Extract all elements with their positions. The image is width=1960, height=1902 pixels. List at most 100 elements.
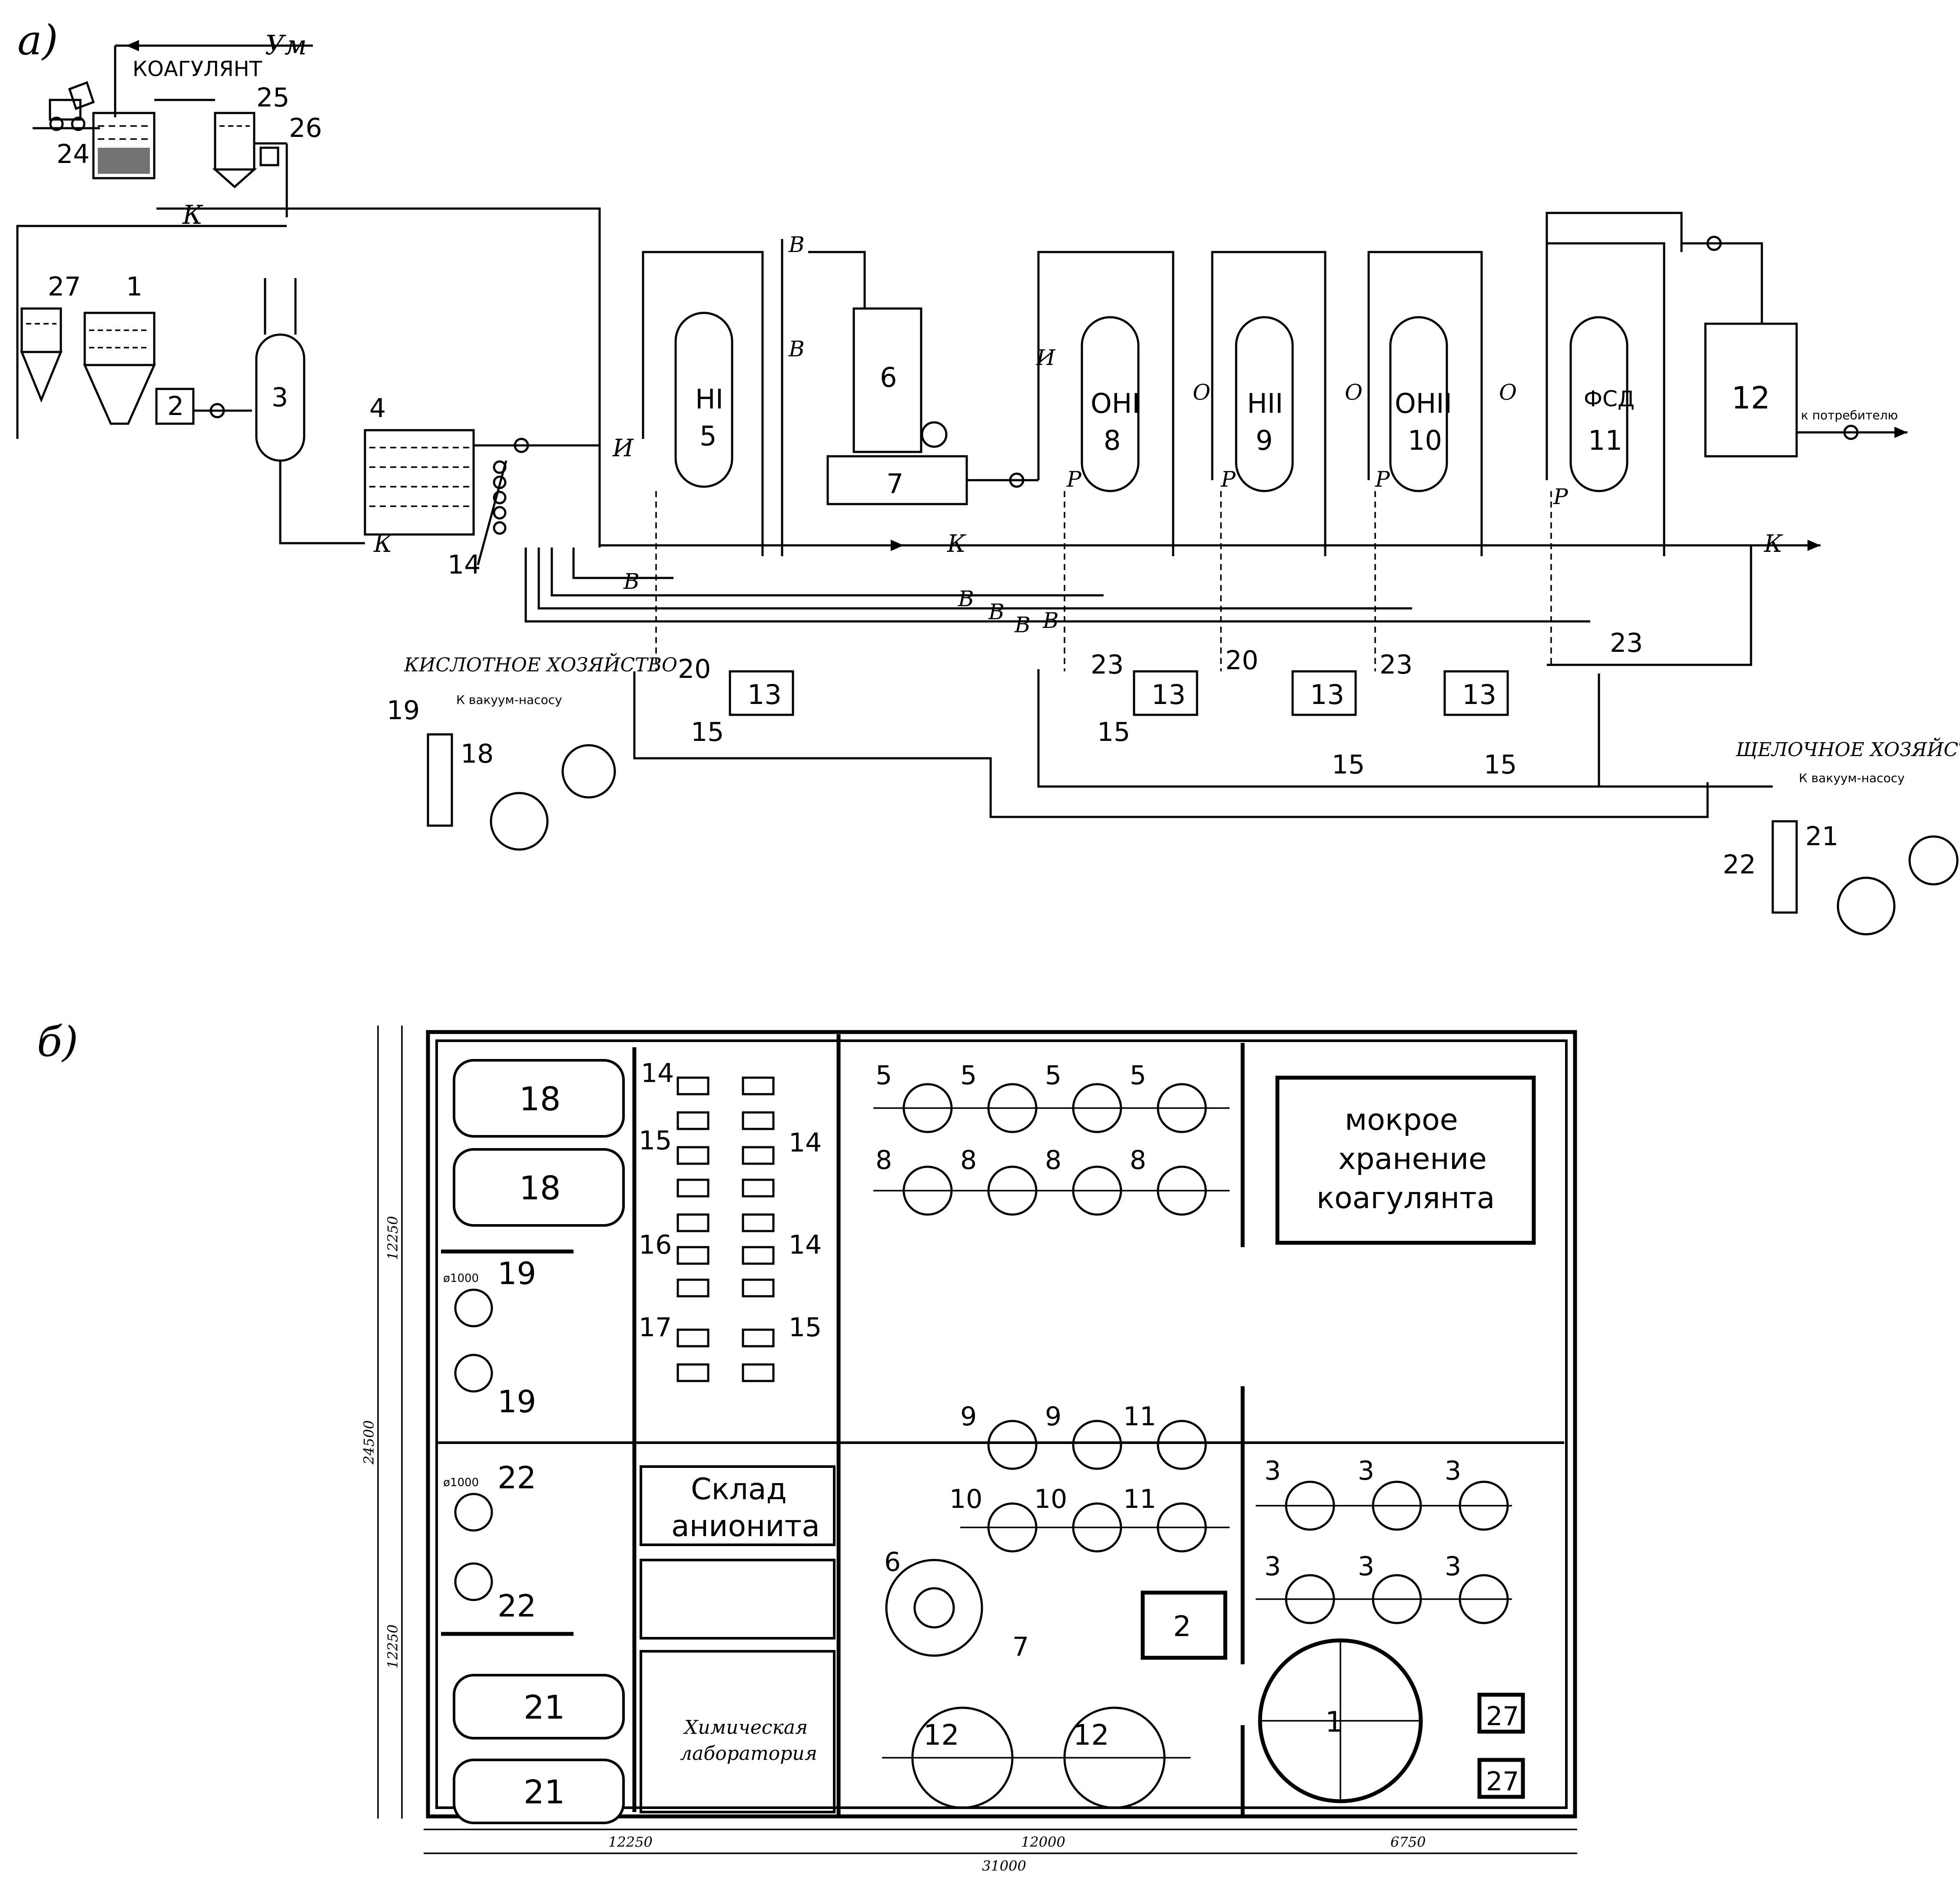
outer-wall [426, 1030, 1577, 1819]
num-13: 13 [747, 679, 782, 710]
line-k-label: К [1764, 530, 1783, 558]
plan-num-8: 8 [960, 1145, 977, 1175]
filter-code-8: ОНI [1091, 388, 1140, 419]
num-24: 24 [56, 139, 90, 169]
filter-11 [1545, 212, 1683, 556]
filter-num-8: 8 [1104, 425, 1121, 456]
filter-8 [1037, 251, 1174, 556]
coagulant-label: КОАГУЛЯНТ [133, 57, 262, 81]
num-20: 20 [1225, 645, 1258, 676]
label-b: б) [37, 1018, 78, 1066]
num-14: 14 [448, 550, 481, 580]
line-v-label: В [988, 599, 1005, 624]
flow-scheme: а) Ум КОАГУЛЯНТ 24 25 26 К 27 [16, 17, 1960, 936]
plan-num-9: 9 [960, 1401, 977, 1432]
measuring-tank-19 [454, 1354, 493, 1393]
storage-room [640, 1559, 836, 1640]
diameter-label: ø1000 [443, 1272, 479, 1285]
dim-h-total: 24500 [361, 1420, 377, 1465]
arrow-icon [1894, 427, 1907, 438]
solution-tank-25 [212, 112, 257, 189]
plan-num-5: 5 [1045, 1060, 1061, 1091]
line-o-label: О [1345, 380, 1363, 405]
plan-num-3: 3 [1264, 1551, 1281, 1582]
num-15: 15 [1097, 717, 1130, 747]
plan-num-22: 22 [497, 1460, 536, 1496]
plan-num-5: 5 [960, 1060, 977, 1091]
num-13: 13 [1310, 679, 1344, 710]
arrow-icon [126, 40, 139, 51]
floor-plan: б) 18 18 21 21 19 19 ø1000 22 22 ø1000 [37, 1018, 1577, 1874]
dim-31000: 31000 [982, 1858, 1026, 1874]
coag-storage-line3: коагулянта [1317, 1181, 1495, 1215]
plan-num-15: 15 [789, 1312, 822, 1343]
coag-storage-line1: мокрое [1345, 1103, 1458, 1137]
coagulant-wet-storage [1275, 1075, 1536, 1245]
plan-num-22: 22 [497, 1588, 536, 1624]
plan-num-11: 11 [1123, 1484, 1156, 1514]
filtered-water-tank-4 [364, 429, 475, 536]
acid-distribution-line [633, 671, 1709, 818]
plan-num-3: 3 [1445, 1456, 1461, 1486]
plan-num-19: 19 [497, 1256, 536, 1291]
plan-num-27: 27 [1486, 1701, 1519, 1732]
acid-tank-18 [453, 1059, 625, 1138]
plan-num-18: 18 [519, 1169, 560, 1207]
filters-5-row [873, 1083, 1230, 1133]
plan-num-21: 21 [524, 1773, 565, 1811]
line-r-label: Р [1066, 467, 1082, 492]
dim-6750: 6750 [1390, 1834, 1426, 1850]
dim-12000: 12000 [1021, 1834, 1065, 1850]
plan-num-14: 14 [641, 1058, 674, 1089]
line-k-label: К [947, 530, 966, 558]
filter-5 [642, 251, 764, 556]
acid-facility-title: КИСЛОТНОЕ ХОЗЯЙСТВО [404, 652, 677, 676]
acid-measuring-tank-19 [427, 733, 453, 827]
plan-num-16: 16 [639, 1230, 672, 1260]
pump-icon [1009, 472, 1025, 488]
arrow-icon [1807, 540, 1821, 551]
plan-num-19: 19 [497, 1384, 536, 1420]
num-23: 23 [1380, 650, 1413, 680]
drain-line [16, 225, 287, 439]
sludge-cone-27 [1477, 1758, 1525, 1799]
dim-h2: 12250 [385, 1624, 401, 1669]
line-v-label: В [788, 232, 805, 257]
anion-store-line2: анионита [671, 1509, 820, 1544]
wash-line-v [537, 548, 1412, 610]
plan-num-10: 10 [1034, 1484, 1067, 1514]
num-23: 23 [1091, 650, 1124, 680]
sludge-cone-27 [20, 307, 63, 403]
arrow-icon [891, 540, 904, 551]
num-2: 2 [167, 391, 184, 422]
lab-line1: Химическая [683, 1716, 808, 1739]
num-15: 15 [1484, 750, 1517, 780]
plan-num-7: 7 [1012, 1632, 1029, 1662]
plan-num-3: 3 [1358, 1551, 1374, 1582]
tank-2 [155, 388, 195, 425]
line-v-label: В [958, 586, 974, 611]
filter-code-9: НII [1247, 388, 1283, 419]
plan-num-3: 3 [1445, 1551, 1461, 1582]
pump-rows [677, 1076, 775, 1382]
coagulant-tank-24 [92, 112, 156, 179]
dim-12250: 12250 [608, 1834, 653, 1850]
num-19: 19 [387, 695, 420, 726]
vacuum-label: К вакуум-насосу [1799, 771, 1905, 785]
vacuum-label: К вакуум-насосу [456, 693, 562, 707]
plan-num-3: 3 [1358, 1456, 1374, 1486]
acid-transport-tank [561, 744, 616, 799]
num-23: 23 [1610, 628, 1643, 658]
lab-line2: лаборатория [680, 1743, 817, 1765]
decarbonizer-tank-7 [885, 1559, 983, 1657]
plan-num-12: 12 [1073, 1719, 1109, 1752]
alkali-measuring-tank-22 [1771, 820, 1798, 914]
plan-num-8: 8 [1045, 1145, 1061, 1175]
tank-2 [1141, 1590, 1227, 1660]
alkali-tank-21 [1837, 876, 1896, 936]
sludge-cone-27 [1477, 1693, 1525, 1734]
wash-line-v [572, 548, 673, 579]
anion-store-room [640, 1465, 836, 1546]
alkali-transport-tank [1908, 835, 1959, 886]
